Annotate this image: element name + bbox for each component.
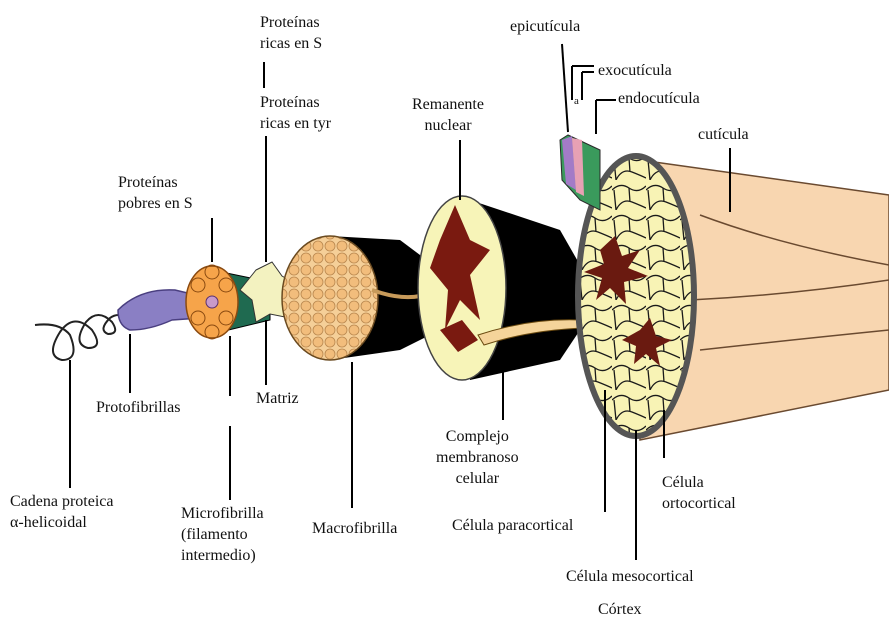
label-proteinas-ricas-s: Proteínas ricas en S [260,12,322,54]
label-epicuticula: epicutícula [510,16,580,37]
macrofibril-shape [282,236,440,360]
label-celula-mesocortical: Célula mesocortical [566,566,694,587]
cell-shape [418,196,600,380]
label-cortex: Córtex [598,599,642,620]
label-microfibrilla: Microfibrilla (filamento intermedio) [181,503,264,566]
label-proteinas-ricas-tyr: Proteínas ricas en tyr [260,92,331,134]
label-celula-paracortical: Célula paracortical [452,515,573,536]
cortex-shape [560,135,889,440]
label-a-mark: a [574,95,579,107]
label-endocuticula: endocutícula [618,88,700,109]
label-exocuticula: exocutícula [598,60,672,81]
label-cadena-proteica: Cadena proteica α-helicoidal [10,491,114,533]
label-celula-ortocortical: Célula ortocortical [662,472,736,514]
label-proteinas-pobres: Proteínas pobres en S [118,172,193,214]
label-macrofibrilla: Macrofibrilla [312,518,397,539]
label-matriz: Matriz [256,388,299,409]
label-protofibrillas: Protofibrillas [96,397,180,418]
label-cuticula: cutícula [698,124,749,145]
label-remanente-nuclear: Remanente nuclear [412,94,484,136]
alpha-helix-shape [35,315,128,360]
label-complejo-membranoso: Complejo membranoso celular [436,426,519,489]
